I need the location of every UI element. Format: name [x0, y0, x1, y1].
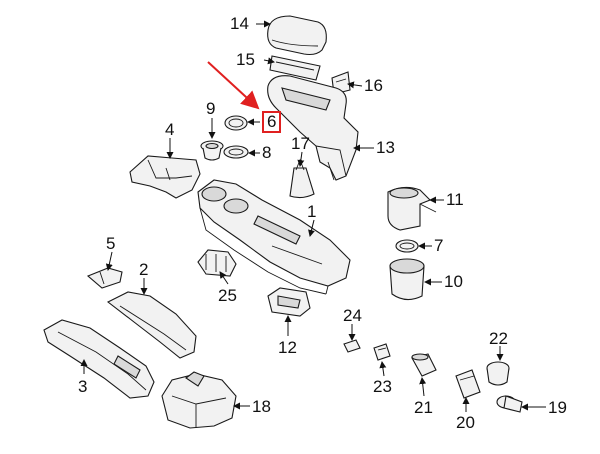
callout-22: 22: [489, 329, 508, 348]
part-5-clip: [86, 267, 123, 289]
callout-9: 9: [206, 99, 216, 118]
part-7-ring: [395, 239, 419, 253]
part-12-mat: [267, 287, 311, 317]
callout-5: 5: [106, 234, 116, 253]
callout-2: 2: [139, 260, 149, 279]
callout-16: 16: [364, 76, 383, 95]
callout-19: 19: [548, 398, 567, 417]
callout-6-highlighted: 6: [262, 111, 282, 133]
part-15-tray: [269, 55, 321, 81]
callout-7: 7: [434, 236, 444, 255]
highlight-arrow: [207, 61, 260, 110]
part-8-pad: [223, 145, 249, 159]
callout-24: 24: [343, 306, 362, 325]
callout-17: 17: [291, 134, 310, 153]
callout-11: 11: [446, 190, 464, 209]
callout-8: 8: [262, 143, 272, 162]
part-3-lower-trim: [43, 319, 155, 399]
part-20-outlet: [455, 369, 481, 399]
part-18-shifter-base: [161, 371, 237, 429]
callout-15: 15: [236, 50, 255, 69]
part-11-cup-holder: [387, 186, 437, 231]
callout-20: 20: [456, 413, 475, 432]
part-4-bracket: [129, 155, 201, 199]
callout-25: 25: [218, 286, 237, 305]
callout-23: 23: [373, 377, 392, 396]
callout-13: 13: [376, 138, 395, 157]
leader-lines: [80, 20, 546, 412]
part-19-cap: [496, 395, 523, 413]
part-14-armrest-lid: [267, 15, 327, 56]
callout-10: 10: [444, 272, 463, 291]
part-25-bracket: [197, 249, 237, 277]
callout-18: 18: [252, 397, 271, 416]
callout-12: 12: [278, 338, 297, 357]
callout-4: 4: [165, 120, 175, 139]
part-6-ring: [224, 115, 248, 131]
callout-14: 14: [230, 14, 249, 33]
part-10-cup: [389, 258, 425, 301]
part-24-clip: [343, 339, 361, 353]
part-2-side-trim: [106, 291, 197, 359]
part-13-armrest-base: [267, 75, 359, 181]
part-22-plug: [486, 361, 510, 386]
callout-1: 1: [307, 202, 317, 221]
part-21-socket: [411, 353, 437, 377]
part-23-socket: [373, 343, 391, 361]
part-1-console: [197, 179, 351, 295]
part-17-boot: [289, 158, 315, 199]
callout-21: 21: [414, 398, 433, 417]
callout-3: 3: [78, 377, 88, 396]
part-9-insert: [200, 140, 224, 161]
